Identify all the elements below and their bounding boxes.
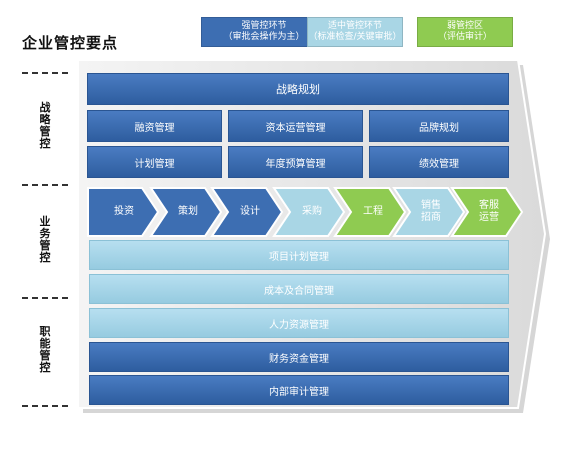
page-title: 企业管控要点 (22, 34, 119, 52)
flow-chevron (272, 187, 346, 237)
finance-funds-bar: 财务资金管理 (89, 342, 509, 372)
legend-strong-sub: （审批会操作为主） (223, 32, 305, 42)
flow-step-line: 销售 (421, 200, 441, 211)
legend-weak-label: 弱管控区 (446, 21, 483, 31)
flow-step-label: 设计 (240, 206, 260, 217)
section-label-business: 业务管控 (39, 215, 51, 264)
flow-chevron (87, 187, 160, 237)
flow-chevron (392, 187, 466, 237)
brand-planning-box: 品牌规划 (369, 110, 509, 142)
annual-budget-box: 年度预算管理 (228, 146, 363, 178)
section-divider (22, 405, 68, 407)
flow-step-line: 客服 (479, 200, 499, 211)
hr-management-bar: 人力资源管理 (89, 308, 509, 338)
section-divider (22, 297, 68, 299)
flow-chevron (333, 187, 407, 237)
section-label-strategy: 战略管控 (39, 101, 51, 150)
strategy-planning-box: 战略规划 (87, 73, 509, 105)
legend-strong-label: 强管控环节 (241, 21, 287, 31)
legend-weak-control: 弱管控区 （评估审计） (417, 17, 513, 47)
flow-step-label: 工程 (363, 206, 383, 217)
section-label-function: 职能管控 (39, 325, 51, 374)
flow-step-line: 运营 (479, 212, 499, 223)
business-flow-chevrons (87, 187, 524, 237)
section-divider (22, 72, 68, 74)
project-plan-bar: 项目计划管理 (89, 240, 509, 270)
flow-chevron (210, 187, 284, 237)
financing-management-box: 融资管理 (87, 110, 222, 142)
flow-step-label: 投资 (114, 206, 134, 217)
legend-weak-sub: （评估审计） (437, 32, 492, 42)
flow-step-label: 采购 (302, 206, 322, 217)
legend-medium-control: 适中管控环节 （标准检查/关键审批） (307, 17, 403, 47)
legend-medium-label: 适中管控环节 (327, 21, 382, 31)
flow-step-label: 销售 招商 (403, 200, 459, 224)
flow-chevron (450, 187, 524, 237)
internal-audit-bar: 内部审计管理 (89, 375, 509, 405)
legend-strong-control: 强管控环节 （审批会操作为主） (201, 17, 327, 47)
flow-step-label: 策划 (178, 206, 198, 217)
capital-operation-box: 资本运营管理 (228, 110, 363, 142)
cost-contract-bar: 成本及合同管理 (89, 274, 509, 304)
flow-step-line: 招商 (421, 212, 441, 223)
plan-management-box: 计划管理 (87, 146, 222, 178)
section-divider (22, 184, 68, 186)
performance-management-box: 绩效管理 (369, 146, 509, 178)
flow-step-label: 客服 运营 (461, 200, 517, 224)
legend-medium-sub: （标准检查/关键审批） (308, 32, 402, 42)
flow-chevron (149, 187, 223, 237)
